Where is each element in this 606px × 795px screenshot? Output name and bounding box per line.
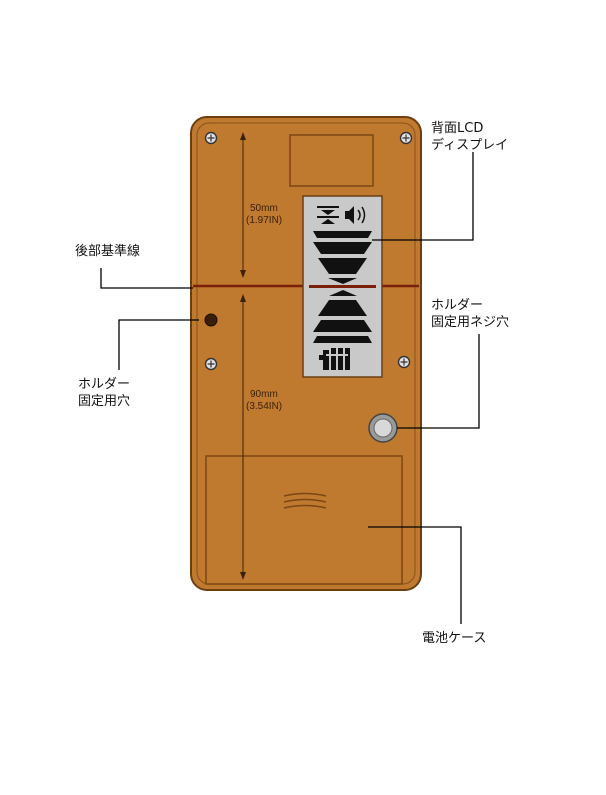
top-window <box>290 135 373 186</box>
battery-case <box>206 456 402 584</box>
screw-icon <box>401 133 412 144</box>
leader-holder-hole <box>119 320 199 370</box>
dimension-upper-mm: 50mm <box>250 203 278 214</box>
label-holder-screw-hole: ホルダー 固定用ネジ穴 <box>431 297 509 331</box>
label-line: ディスプレイ <box>431 137 508 154</box>
holder-fixing-hole <box>205 314 217 326</box>
screw-icon <box>206 133 217 144</box>
dimension-upper-in: (1.97IN) <box>246 215 282 226</box>
label-line: 固定用穴 <box>78 393 130 410</box>
label-line: ホルダー <box>78 376 130 393</box>
leader-reference-line <box>101 268 193 288</box>
lcd-center-line <box>309 285 376 288</box>
screw-icon <box>399 357 410 368</box>
label-line: 固定用ネジ穴 <box>431 314 509 331</box>
label-battery-case: 電池ケース <box>422 630 486 647</box>
label-line: ホルダー <box>431 297 509 314</box>
screw-icon <box>206 359 217 370</box>
label-reference-line: 後部基準線 <box>75 243 140 260</box>
holder-screw-hole <box>369 414 397 442</box>
label-holder-fixing-hole: ホルダー 固定用穴 <box>78 376 130 410</box>
label-rear-lcd: 背面LCD ディスプレイ <box>431 120 508 154</box>
dimension-lower-mm: 90mm <box>250 389 278 400</box>
dimension-lower-in: (3.54IN) <box>246 401 282 412</box>
label-line: 背面LCD <box>431 120 508 137</box>
battery-level-icon <box>319 348 350 370</box>
